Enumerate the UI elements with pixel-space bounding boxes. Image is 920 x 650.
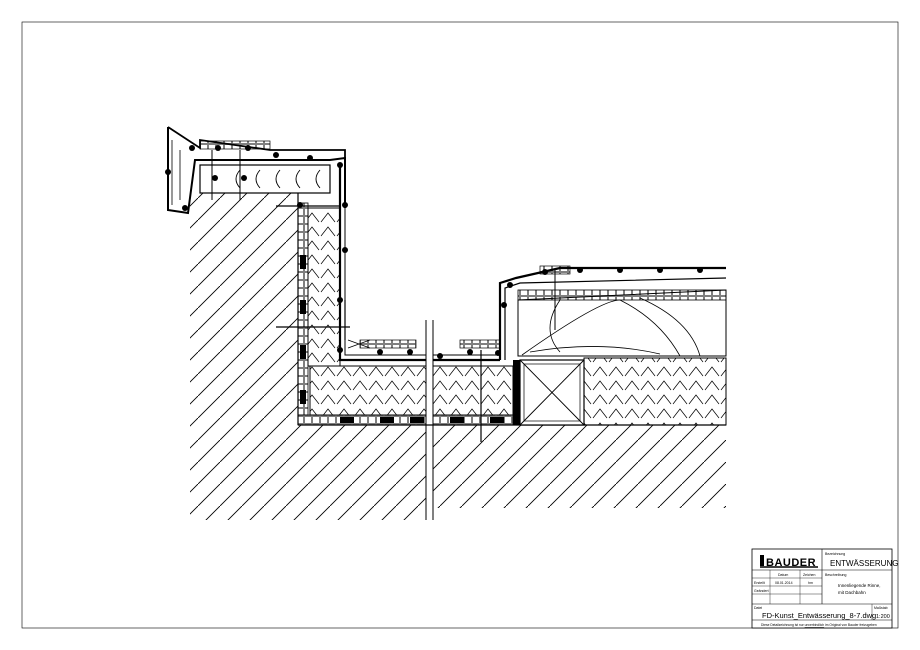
roof-insulation xyxy=(583,357,727,426)
gutter-base-layer xyxy=(297,414,427,426)
erstellt-label: Erstellt xyxy=(754,581,765,585)
geaendert-label: Geändert xyxy=(754,589,769,593)
concrete-substrate-right xyxy=(433,425,726,508)
parapet-timber xyxy=(199,164,331,194)
datei-value: FD-Kunst_Entwässerung_8-7.dwg xyxy=(762,611,876,620)
footer-note: Diese Detailzeichnung ist nur unverbindl… xyxy=(761,623,877,627)
roof-membrane-right xyxy=(498,266,726,360)
massstab-value: 1:200 xyxy=(876,614,890,620)
massstab-label: Maßstab xyxy=(874,606,888,610)
title-block: BAUDER Bezeichnung ENTWÄSSERUNG Datum Ze… xyxy=(751,548,898,629)
construction-detail xyxy=(165,126,727,520)
bezeichnung-label: Bezeichnung xyxy=(825,552,845,556)
sheet-border xyxy=(21,21,899,629)
wall-insulation xyxy=(307,207,341,367)
bauder-logo-bar xyxy=(760,555,764,566)
bauder-logo: BAUDER xyxy=(766,557,816,569)
datum-label: Datum xyxy=(778,573,788,577)
gutter-insulation xyxy=(309,365,427,416)
beschreibung-label: Beschreibung xyxy=(825,573,846,577)
zeichen-label: Zeichen xyxy=(803,573,816,577)
beschreibung-line1: Innenliegende Rinne, xyxy=(838,583,881,588)
gutter-membrane xyxy=(338,165,426,362)
erstellt-zeichen: hm xyxy=(808,581,813,585)
datei-label: Datei xyxy=(754,606,762,610)
bezeichnung-value: ENTWÄSSERUNG xyxy=(830,559,898,568)
erstellt-date: 08.01.2014 xyxy=(775,581,793,585)
beschreibung-line2: mit Dachbahn xyxy=(838,590,866,595)
concrete-substrate xyxy=(190,193,426,520)
